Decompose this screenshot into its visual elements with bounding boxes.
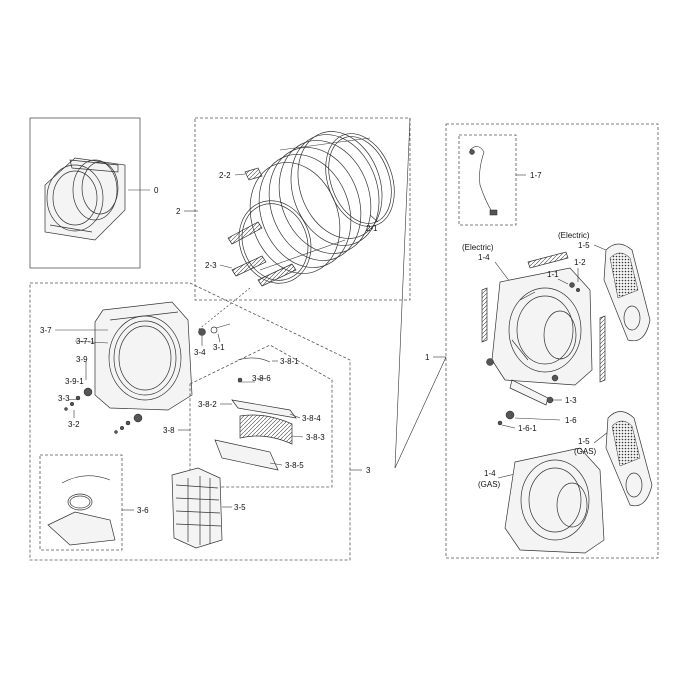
filter-cover-part <box>231 399 297 419</box>
rear-strip-right <box>599 315 606 383</box>
rear-strip-left <box>481 287 488 343</box>
label-3-1: 3-1 <box>213 343 225 352</box>
group-3-front: 3 3-7 3-7-1 3-9 3-9-1 3-3 3-2 <box>29 282 371 561</box>
label-3-3: 3-3 <box>58 394 70 403</box>
door-duct-part <box>47 511 116 546</box>
rear-panel-electric-drawing <box>491 267 593 386</box>
label-1-4-gas: 1-4 <box>484 469 496 478</box>
group-2-box <box>194 117 411 301</box>
label-2-1: 2-1 <box>366 224 378 233</box>
label-2-3: 2-3 <box>205 261 217 270</box>
label-1-6-1: 1-6-1 <box>518 424 537 433</box>
cabinet-assembly-drawing <box>44 157 126 241</box>
thermostat-part <box>198 328 206 336</box>
label-1: 1 <box>425 353 430 362</box>
label-1-6: 1-6 <box>565 416 577 425</box>
label-3: 3 <box>366 466 371 475</box>
label-3-9: 3-9 <box>76 355 88 364</box>
label-3-7-1: 3-7-1 <box>76 337 95 346</box>
label-gas-a: (GAS) <box>478 480 501 489</box>
label-1-5-electric: 1-5 <box>578 241 590 250</box>
group-1-rear: 1 1-7 (Electric) 1-4 1-1 1-2 <box>394 123 659 559</box>
group-1-box <box>445 123 659 559</box>
label-3-8-2: 3-8-2 <box>198 400 217 409</box>
label-3-9-1: 3-9-1 <box>65 377 84 386</box>
thermistor-part <box>505 410 515 420</box>
label-0: 0 <box>154 186 159 195</box>
label-electric-a: (Electric) <box>462 243 494 252</box>
motor-bracket-part <box>509 379 549 406</box>
rear-panel-gas-drawing <box>504 447 605 554</box>
label-3-7: 3-7 <box>40 326 52 335</box>
label-3-8-3: 3-8-3 <box>306 433 325 442</box>
label-electric-b: (Electric) <box>558 231 590 240</box>
lint-filter-drawing <box>171 467 223 549</box>
group-3-6-box <box>39 454 123 551</box>
wire-harness-part <box>469 146 493 213</box>
label-3-8-1: 3-8-1 <box>280 357 299 366</box>
label-1-5-gas: 1-5 <box>578 437 590 446</box>
label-1-4-electric: 1-4 <box>478 253 490 262</box>
label-3-8-5: 3-8-5 <box>285 461 304 470</box>
label-1-7: 1-7 <box>530 171 542 180</box>
filter-seal-part <box>237 357 271 363</box>
group-0-box <box>29 117 141 269</box>
drum-lifter-a <box>227 221 263 245</box>
door-lock-part <box>133 413 143 423</box>
label-1-3: 1-3 <box>565 396 577 405</box>
label-3-5: 3-5 <box>234 503 246 512</box>
filter-screen-part <box>239 414 293 445</box>
group-1-7-box <box>458 134 517 226</box>
label-3-4: 3-4 <box>194 348 206 357</box>
label-2: 2 <box>176 207 181 216</box>
filter-duct-part <box>214 439 279 471</box>
label-3-2: 3-2 <box>68 420 80 429</box>
group-3-box <box>29 282 351 561</box>
label-1-2: 1-2 <box>574 258 586 267</box>
door-seal-part <box>61 475 111 484</box>
group-0-assembly: 0 <box>29 117 159 269</box>
label-3-6: 3-6 <box>137 506 149 515</box>
door-switch-part <box>83 387 93 397</box>
label-3-8: 3-8 <box>163 426 175 435</box>
drum-drawing <box>249 131 383 274</box>
drum-badge-part <box>244 167 263 181</box>
front-panel-drawing <box>94 301 193 411</box>
group-2-drum: 2 2-1 2-2 2-3 <box>176 117 411 469</box>
drum-lifter-c <box>257 263 297 287</box>
drum-lifter-b <box>231 255 267 277</box>
label-2-2: 2-2 <box>219 171 231 180</box>
heater-gas-drawing <box>605 411 653 507</box>
label-3-8-6: 3-8-6 <box>252 374 271 383</box>
heater-electric-drawing <box>603 243 651 342</box>
heater-bracket-part <box>527 251 569 269</box>
label-gas-b: (GAS) <box>574 447 597 456</box>
label-1-1: 1-1 <box>547 270 559 279</box>
drum-front-ring <box>238 200 312 284</box>
label-3-8-4: 3-8-4 <box>302 414 321 423</box>
drum-rear-ring <box>325 133 395 227</box>
